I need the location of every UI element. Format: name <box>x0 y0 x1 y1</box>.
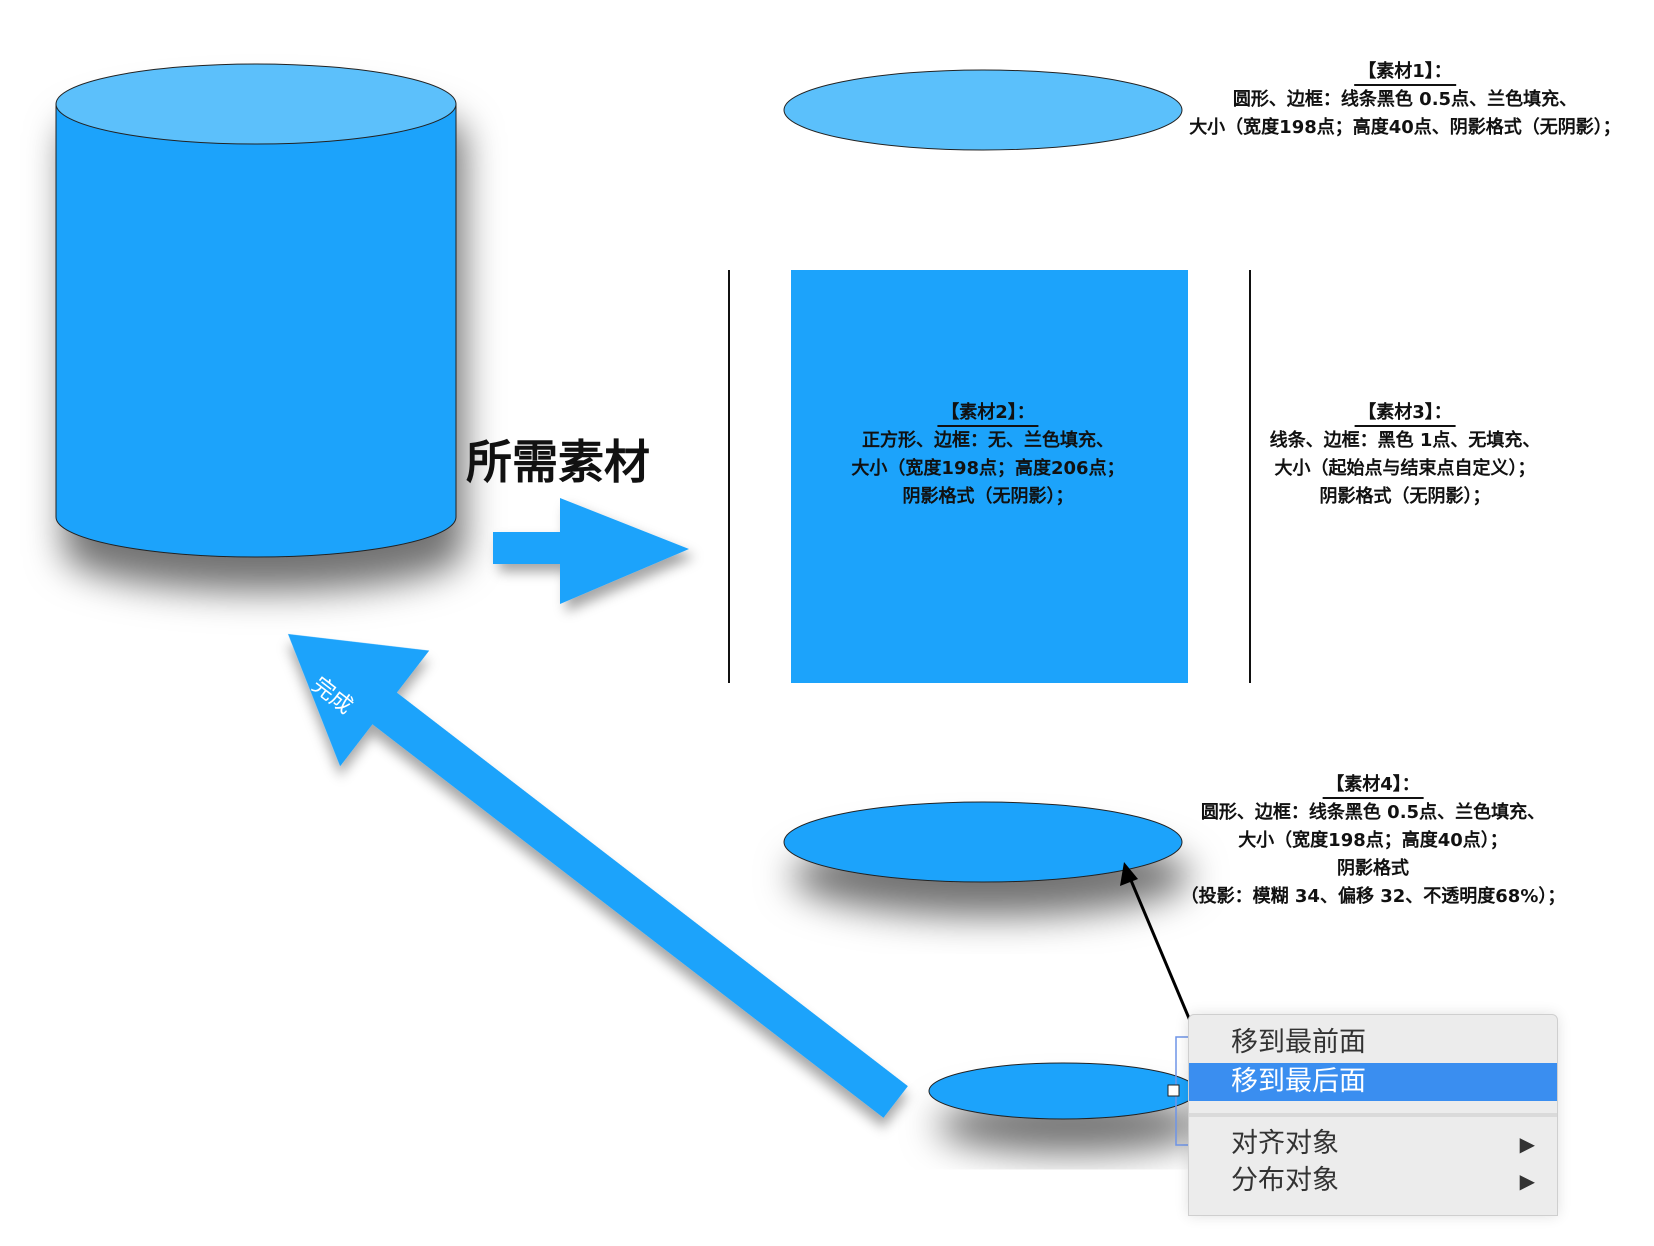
note-line: 阴影格式 <box>1337 858 1409 879</box>
context-menu: 移到最前面 移到最后面 对齐对象 ▶ 分布对象 ▶ <box>1188 1014 1558 1216</box>
resize-handle[interactable] <box>1167 1084 1180 1097</box>
note-title: 【素材2】： <box>937 401 1039 427</box>
note-line: 正方形、边框：无、兰色填充、 <box>862 430 1114 451</box>
submenu-arrow-icon: ▶ <box>1519 1132 1535 1156</box>
material-4-ellipse[interactable] <box>783 801 1183 883</box>
menu-item-label: 对齐对象 <box>1231 1128 1339 1159</box>
note-title: 【素材1】： <box>1354 60 1456 86</box>
material-2-note: 【素材2】： 正方形、边框：无、兰色填充、 大小（宽度198点；高度206点； … <box>851 399 1124 511</box>
page-title: 所需素材 <box>466 435 650 489</box>
note-title: 【素材3】： <box>1354 401 1456 427</box>
material-1-ellipse[interactable] <box>783 69 1183 151</box>
note-line: （投影：模糊 34、偏移 32、不透明度68%）； <box>1180 886 1566 907</box>
note-title: 【素材4】： <box>1322 773 1424 799</box>
material-4-note: 【素材4】： 圆形、边框：线条黑色 0.5点、兰色填充、 大小（宽度198点；高… <box>1181 771 1566 911</box>
note-line: 阴影格式（无阴影）； <box>902 486 1074 507</box>
note-line: 阴影格式（无阴影）； <box>1319 486 1491 507</box>
cylinder-shape[interactable] <box>55 63 457 558</box>
submenu-arrow-icon: ▶ <box>1519 1169 1535 1193</box>
note-line: 线条、边框：黑色 1点、无填充、 <box>1269 430 1541 451</box>
menu-item-label: 移到最前面 <box>1231 1027 1366 1058</box>
note-line: 圆形、边框：线条黑色 0.5点、兰色填充、 <box>1200 802 1546 823</box>
right-arrow-shape[interactable] <box>493 498 689 604</box>
note-line: 圆形、边框：线条黑色 0.5点、兰色填充、 <box>1232 89 1578 110</box>
done-arrow-shape[interactable] <box>243 576 940 1160</box>
menu-item-label: 分布对象 <box>1231 1165 1339 1196</box>
menu-item-align-objects[interactable]: 对齐对象 ▶ <box>1189 1125 1557 1163</box>
selected-ellipse[interactable] <box>928 1062 1198 1120</box>
menu-item-send-to-back[interactable]: 移到最后面 <box>1189 1063 1557 1101</box>
note-line: 大小（宽度198点；高度206点； <box>851 458 1125 479</box>
menu-item-distribute-objects[interactable]: 分布对象 ▶ <box>1189 1162 1557 1200</box>
material-2-square[interactable] <box>791 270 1188 683</box>
menu-item-label: 移到最后面 <box>1231 1066 1366 1097</box>
material-3-note: 【素材3】： 线条、边框：黑色 1点、无填充、 大小（起始点与结束点自定义）； … <box>1270 399 1541 511</box>
pointer-arrowhead-icon <box>1120 862 1138 886</box>
material-1-note: 【素材1】： 圆形、边框：线条黑色 0.5点、兰色填充、 大小（宽度198点；高… <box>1189 58 1621 142</box>
note-line: 大小（起始点与结束点自定义）； <box>1274 458 1536 479</box>
menu-separator <box>1189 1113 1557 1117</box>
note-line: 大小（宽度198点；高度40点）； <box>1238 830 1508 851</box>
menu-item-bring-to-front[interactable]: 移到最前面 <box>1189 1024 1557 1062</box>
note-line: 大小（宽度198点；高度40点、阴影格式（无阴影）； <box>1189 117 1621 138</box>
